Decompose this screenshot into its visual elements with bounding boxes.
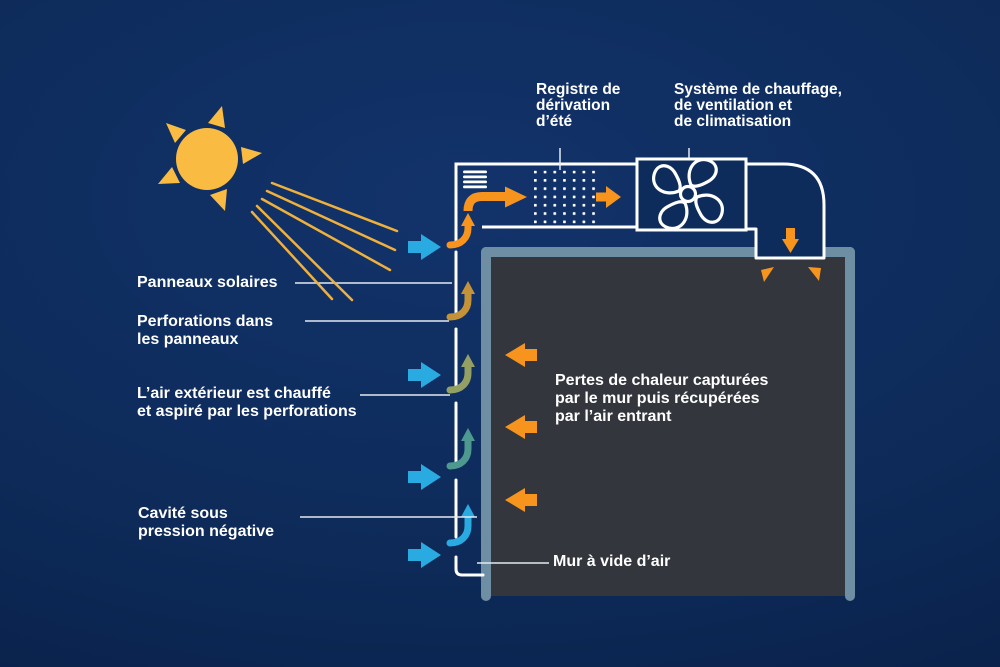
label-cavite: Cavité sous pression négative (138, 505, 274, 541)
duct-airflow-arrow (463, 186, 527, 212)
cavity-air-arrow-orange (446, 213, 475, 249)
label-air-exterieur: L’air extérieur est chauffé et aspiré pa… (137, 385, 357, 421)
cavity-air-arrow-blue (446, 504, 475, 547)
outside-air-arrows (408, 234, 441, 568)
label-line: Système de chauffage, (674, 81, 842, 98)
heat-loss-arrows (505, 343, 537, 512)
cavity-air-arrow-olive (446, 354, 475, 394)
label-line: par l’air entrant (555, 408, 672, 425)
outside-air-arrow (408, 234, 441, 260)
label-line: Cavité sous (138, 505, 228, 522)
heat-loss-arrow (505, 415, 537, 439)
solar-panel-line (454, 162, 485, 577)
label-line: les panneaux (137, 331, 239, 348)
supply-down-arrow (782, 228, 799, 253)
label-line: de climatisation (674, 113, 792, 130)
intake-louvers-icon (463, 170, 487, 189)
label-line: Registre de (536, 81, 621, 98)
heat-loss-arrow (505, 343, 537, 367)
outside-air-arrow (408, 464, 441, 490)
elbow-duct (744, 162, 826, 260)
outside-air-arrow (408, 542, 441, 568)
label-line: de ventilation et (674, 97, 792, 114)
air-dispersal-marks (761, 267, 821, 282)
label-pertes-chaleur: Pertes de chaleur capturées par le mur p… (555, 372, 768, 426)
wall-edge-right (845, 247, 855, 601)
dispersal-mark-right (808, 267, 821, 281)
label-panneaux-solaires: Panneaux solaires (137, 274, 278, 292)
supply-duct (454, 162, 637, 229)
label-mur-vide-air: Mur à vide d’air (553, 553, 670, 571)
cavity-air-arrow-teal (446, 428, 475, 470)
label-line: dérivation (536, 97, 611, 114)
cavity-rising-arrows (446, 213, 475, 547)
label-line: L’air extérieur est chauffé (137, 385, 331, 402)
label-line: Pertes de chaleur capturées (555, 372, 769, 389)
sun-icon (158, 106, 262, 211)
label-systeme-cvc: Système de chauffage, de ventilation et … (674, 82, 842, 130)
label-line: pression négative (138, 523, 275, 540)
heat-loss-arrow (505, 488, 537, 512)
wall-interior (491, 257, 845, 596)
outside-air-arrow (408, 362, 441, 388)
label-registre-derivation: Registre de dérivation d’été (536, 82, 620, 130)
label-line: Perforations dans (137, 313, 274, 330)
sun-rays (250, 181, 399, 302)
label-line: Panneaux solaires (137, 274, 278, 291)
wall (481, 247, 855, 601)
label-line: d’été (536, 113, 573, 130)
leader-lines (295, 148, 690, 564)
label-line: et aspiré par les perforations (137, 403, 357, 420)
label-line: par le mur puis récupérées (555, 390, 760, 407)
wall-edge-left (481, 247, 491, 601)
label-line: Mur à vide d’air (553, 553, 671, 570)
dispersal-mark-left (761, 267, 774, 282)
fan-icon (652, 158, 724, 230)
duct-exit-arrow (596, 186, 621, 208)
cavity-air-arrow-gold (446, 281, 475, 321)
label-perforations: Perforations dans les panneaux (137, 313, 273, 349)
summer-bypass-damper-dots (534, 170, 596, 226)
